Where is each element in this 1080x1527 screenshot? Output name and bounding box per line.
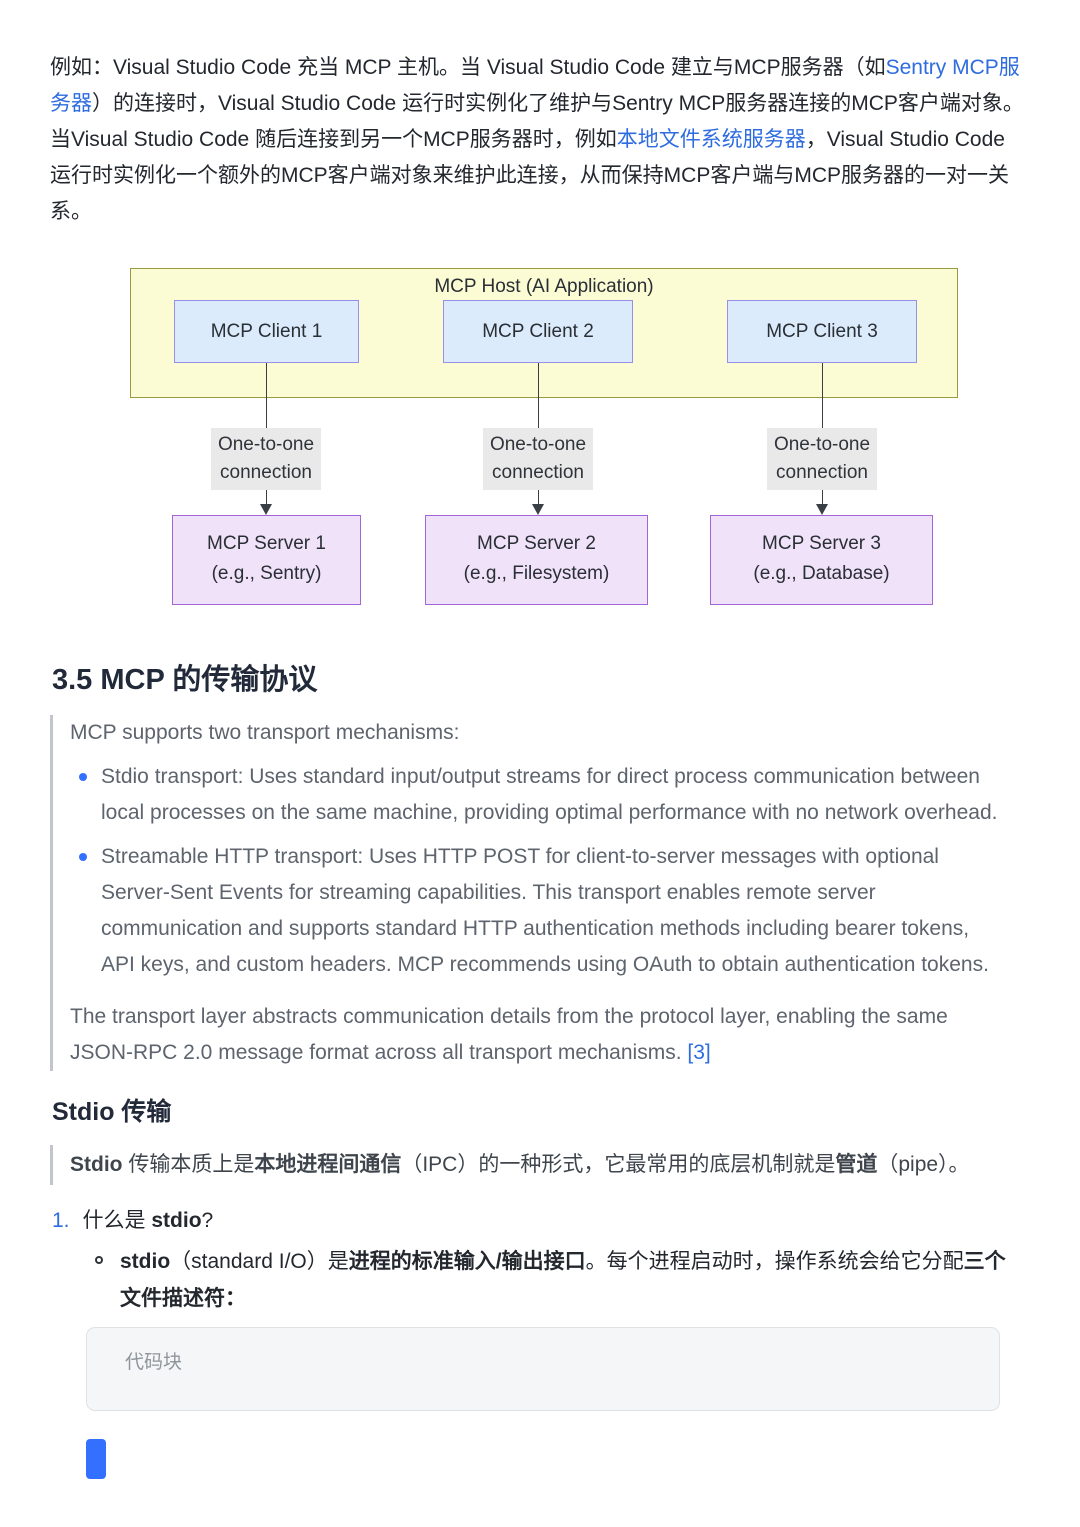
mcp-server-3-box: MCP Server 3 (e.g., Database) [710, 515, 933, 605]
stdio-quote-block: Stdio 传输本质上是本地进程间通信（IPC）的一种形式，它最常用的底层机制就… [50, 1145, 1030, 1185]
connection-label-line: One-to-one [773, 434, 871, 455]
mcp-client-3-box: MCP Client 3 [727, 300, 917, 363]
connection-label-line: connection [492, 462, 584, 483]
stdio-quote-text: Stdio 传输本质上是本地进程间通信（IPC）的一种形式，它最常用的底层机制就… [70, 1147, 1030, 1183]
arrowhead-icon [816, 504, 828, 515]
bullet-dot-icon [79, 773, 87, 781]
text-segment: 管道 [835, 1153, 878, 1176]
hollow-bullet-icon [95, 1256, 103, 1264]
connection-label-line: One-to-one [489, 434, 587, 455]
sub-bullet-text: stdio（standard I/O）是进程的标准输入/输出接口。每个进程启动时… [120, 1250, 1006, 1310]
quote-closing-text: The transport layer abstracts communicat… [70, 999, 1010, 1071]
connection-label-1: One-to-one connection [211, 428, 321, 490]
inline-link[interactable]: Sentry MCP服务器 [50, 56, 1020, 115]
transport-quote-block: MCP supports two transport mechanisms: S… [50, 715, 1030, 1071]
server-name: MCP Server 2 [477, 533, 596, 554]
text-segment: Stdio [70, 1153, 123, 1176]
mcp-host-title: MCP Host (AI Application) [434, 276, 654, 297]
connection-label-line: connection [776, 462, 868, 483]
sub-bullet-item: stdio（standard I/O）是进程的标准输入/输出接口。每个进程启动时… [95, 1243, 1012, 1317]
section-heading-transport: 3.5 MCP 的传输协议 [52, 664, 318, 696]
text-segment: 本地进程间通信 [254, 1153, 402, 1176]
intro-paragraph: 例如：Visual Studio Code 充当 MCP 主机。当 Visual… [50, 50, 1030, 230]
text-segment: 传输本质上是 [122, 1153, 255, 1176]
bullet-text: Stdio transport: Uses standard input/out… [101, 765, 998, 824]
text-segment: 三个文件描述符： [120, 1250, 1006, 1310]
mcp-client-2-box: MCP Client 2 [443, 300, 633, 363]
mcp-server-1-box: MCP Server 1 (e.g., Sentry) [172, 515, 361, 605]
text-segment: 什么是 [82, 1209, 152, 1232]
text-segment: ? [201, 1209, 214, 1232]
list-item: Stdio transport: Uses standard input/out… [70, 759, 1001, 831]
arrowhead-icon [260, 504, 272, 515]
text-segment: （IPC）的一种形式，它最常用的底层机制就是 [401, 1153, 836, 1176]
inline-link[interactable]: 本地文件系统服务器 [616, 128, 806, 151]
connection-label-2: One-to-one connection [483, 428, 593, 490]
connection-label-line: connection [220, 462, 312, 483]
list-item: Streamable HTTP transport: Uses HTTP POS… [70, 839, 1001, 983]
text-segment: （pipe）。 [877, 1153, 970, 1176]
connection-label-3: One-to-one connection [767, 428, 877, 490]
mcp-client-1-box: MCP Client 1 [174, 300, 359, 363]
server-name: MCP Server 3 [762, 533, 881, 554]
text-segment: stdio [120, 1250, 171, 1273]
connection-label-line: One-to-one [217, 434, 315, 455]
text-segment: 。每个进程启动时，操作系统会给它分配 [585, 1250, 964, 1273]
cut-off-next-block [86, 1439, 106, 1479]
transport-bullet-list: Stdio transport: Uses standard input/out… [70, 759, 1030, 983]
text-segment: ）的连接时，Visual Studio Code 运行时实例化了维护与Sentr… [50, 92, 1024, 151]
arrowhead-icon [532, 504, 544, 515]
server-name: MCP Server 1 [207, 533, 326, 554]
text-segment: 例如：Visual Studio Code 充当 MCP 主机。当 Visual… [50, 56, 886, 79]
server-example: (e.g., Database) [753, 563, 890, 584]
mcp-server-2-box: MCP Server 2 (e.g., Filesystem) [425, 515, 648, 605]
quote-intro-text: MCP supports two transport mechanisms: [70, 721, 460, 744]
list-item-text: 什么是 stdio? [83, 1209, 214, 1232]
text-segment: ，Visual Studio Code 运行时实例化一个额外的MCP客户端对象来… [50, 128, 1009, 223]
text-segment: （standard I/O）是 [170, 1250, 349, 1273]
code-block[interactable]: 代码块 [86, 1327, 1000, 1411]
numbered-list-item: 1. 什么是 stdio? [50, 1203, 1030, 1239]
section-heading-stdio: Stdio 传输 [52, 1098, 172, 1126]
mcp-architecture-diagram: MCP Host (AI Application) MCP Client 1 M… [130, 268, 960, 605]
list-number: 1. [52, 1209, 70, 1232]
reference-link-3[interactable]: [3] [687, 1041, 711, 1064]
bullet-dot-icon [79, 853, 87, 861]
text-segment: stdio [151, 1209, 202, 1232]
code-block-placeholder: 代码块 [125, 1352, 183, 1373]
server-example: (e.g., Filesystem) [463, 563, 610, 584]
closing-text: The transport layer abstracts communicat… [70, 1005, 948, 1064]
server-example: (e.g., Sentry) [211, 563, 322, 584]
text-segment: 进程的标准输入/输出接口 [348, 1250, 586, 1273]
bullet-text: Streamable HTTP transport: Uses HTTP POS… [101, 845, 989, 976]
